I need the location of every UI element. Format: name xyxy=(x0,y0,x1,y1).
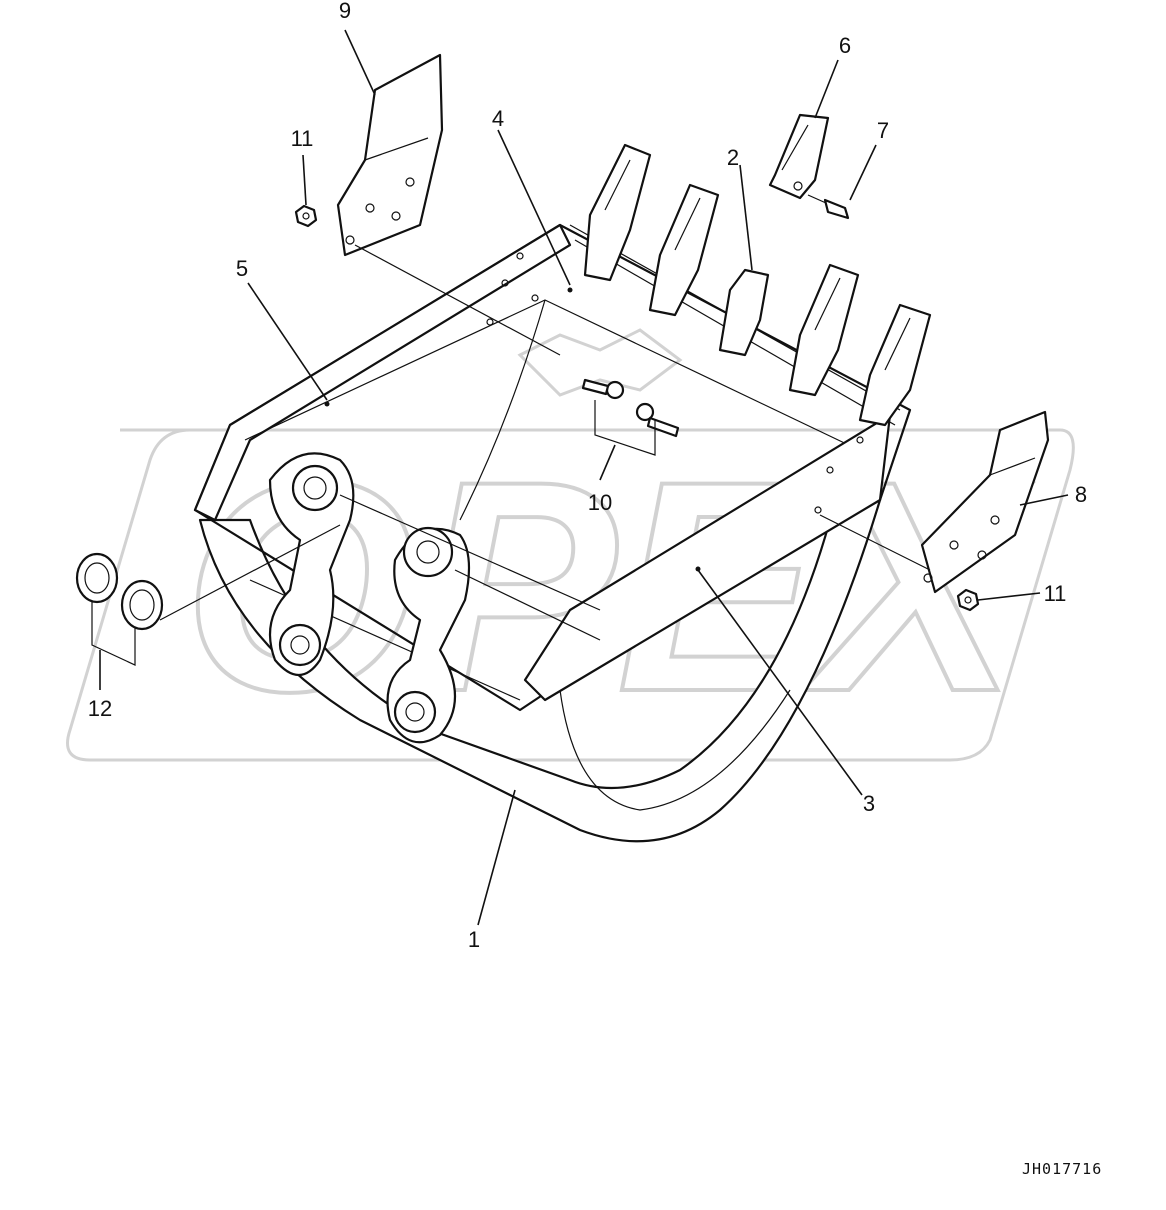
exploded-tooth xyxy=(768,113,830,200)
nut-left xyxy=(294,204,318,228)
label-1: 1 xyxy=(468,927,480,952)
label-11-right: 11 xyxy=(1044,581,1067,606)
label-3: 3 xyxy=(863,791,875,816)
label-6: 6 xyxy=(839,33,851,58)
tooth-4 xyxy=(858,303,932,427)
label-8: 8 xyxy=(1075,482,1087,507)
label-5: 5 xyxy=(236,256,248,281)
label-10: 10 xyxy=(588,490,612,515)
side-cutter-right xyxy=(819,410,1050,594)
drawing-code: JH017716 xyxy=(1022,1160,1102,1178)
tooth-3 xyxy=(788,263,860,397)
part-labels: 1 2 3 4 5 6 7 8 9 10 11 11 12 xyxy=(88,0,1087,952)
side-cutter-left xyxy=(336,53,561,356)
nut-right xyxy=(956,588,980,612)
tooth-2 xyxy=(648,183,720,317)
tooth-1 xyxy=(583,143,652,282)
label-2: 2 xyxy=(727,145,739,170)
teeth-row xyxy=(569,143,932,427)
adapter xyxy=(718,268,770,357)
leader-lines xyxy=(99,29,1069,926)
label-7: 7 xyxy=(877,118,889,143)
label-11-left: 11 xyxy=(291,126,314,151)
pin-bosses xyxy=(268,452,601,744)
inner-plate xyxy=(244,252,881,521)
bolts xyxy=(581,378,680,456)
tooth-pin xyxy=(807,194,850,220)
label-12: 12 xyxy=(88,696,112,721)
label-4: 4 xyxy=(492,106,504,131)
shims xyxy=(75,524,341,666)
label-9: 9 xyxy=(339,0,351,23)
